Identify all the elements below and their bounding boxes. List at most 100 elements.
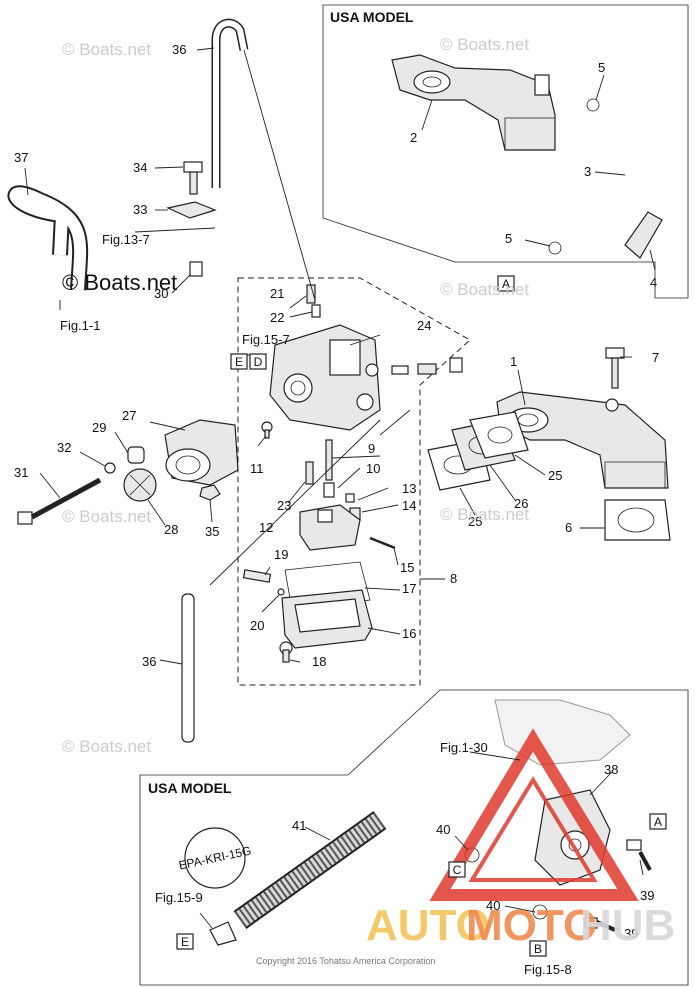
nut-35 [199,484,221,501]
brand-auto: AUTO [366,901,490,950]
usa-model-top-panel [322,4,689,299]
carburetor-body [269,324,381,431]
hose-fitting-4 [624,211,663,259]
part-number-36-top: 36 [172,42,186,57]
washer-32 [104,462,116,474]
watermarks: © Boats.net © Boats.net © Boats.net © Bo… [62,35,675,966]
part-number-34: 34 [133,160,147,175]
brand-moto: MOTO [466,901,597,950]
part-number-16: 16 [402,626,416,641]
part-number-28: 28 [164,522,178,537]
part-labels: 36 37 34 33 30 2 5 3 5 4 21 22 24 1 7 27… [14,42,659,941]
boats-watermark-5: © Boats.net [62,507,151,526]
bolt-31 [17,477,102,525]
brand-hub: HUB [580,901,675,950]
float-12 [299,504,361,551]
main-jet-9 [325,439,333,481]
box-e-top-letter: E [235,355,243,369]
part-number-1: 1 [510,354,517,369]
part-number-10: 10 [366,461,380,476]
part-number-12: 12 [259,520,273,535]
box-a-bottom [649,813,667,830]
part-number-19: 19 [274,547,288,562]
box-e-top [230,353,248,370]
boats-watermark-7: © Boats.net [62,737,151,756]
boats-watermark-3: © Boats.net [62,270,177,295]
hose-clip-5-bottom [548,241,562,255]
part-number-35: 35 [205,524,219,539]
gasket-25-right [469,411,529,459]
nozzle-23 [305,461,314,485]
fuel-hose-36-top [211,18,249,188]
hose-fitting-fig15-9 [209,921,237,946]
part-number-25-right: 25 [548,468,562,483]
box-e-bottom-letter: E [181,935,189,949]
fig-15-8-ref: Fig.15-8 [524,962,572,977]
boats-watermark-1: © Boats.net [62,40,151,59]
box-d [249,353,267,370]
box-a-bottom-letter: A [654,815,662,829]
usa-model-top-title: USA MODEL [330,9,414,25]
boats-watermark-4: © Boats.net [440,280,529,299]
box-d-letter: D [254,355,263,369]
copyright-notice: Copyright 2016 Tohatsu America Corporati… [256,956,435,966]
part-number-25-left: 25 [468,514,482,529]
fig-1-30-ref: Fig.1-30 [440,740,488,755]
bracket-33 [166,201,217,219]
fuel-hose-36-bottom [181,593,195,743]
automotohub-logo-watermark [429,728,639,901]
spacer-29 [127,446,145,464]
part-number-36-bottom: 36 [142,654,156,669]
part-number-23: 23 [277,498,291,513]
part-number-9: 9 [368,441,375,456]
fig-15-7-ref: Fig.15-7 [242,332,290,347]
part-number-39-bottom: 39 [624,926,638,941]
part-number-7: 7 [652,350,659,365]
pin-13 [345,493,355,503]
part-number-27: 27 [122,408,136,423]
part-number-40-left: 40 [436,822,450,837]
fig-13-7-ref: Fig.13-7 [102,232,150,247]
boats-watermark-2: © Boats.net [440,35,529,54]
leader-lines [24,47,656,931]
bolt-7 [605,347,625,389]
part-number-32: 32 [57,440,71,455]
part-number-2: 2 [410,130,417,145]
float-bowl-16 [281,589,373,649]
part-number-14: 14 [402,498,416,513]
figure-references: Fig.13-7 Fig.1-1 Fig.15-7 Fig.1-30 Fig.1… [60,232,572,977]
part-number-33: 33 [133,202,147,217]
intake-manifold-2 [391,54,556,151]
part-number-17: 17 [402,581,416,596]
part-number-8: 8 [450,571,457,586]
collar-30 [189,261,203,277]
part-number-5-top: 5 [598,60,605,75]
part-number-41: 41 [292,818,306,833]
part-number-21: 21 [270,286,284,301]
fig-15-9-ref: Fig.15-9 [155,890,203,905]
part-number-3: 3 [584,164,591,179]
box-b-letter: B [534,942,542,956]
hose-clip-5-top [586,98,600,112]
usa-model-bottom-panel [139,689,689,986]
fuel-pump-27 [164,419,239,486]
part-number-24: 24 [417,318,431,333]
screw-11 [261,421,273,439]
box-c-letter: C [453,863,462,877]
box-b [529,940,547,957]
part-number-26: 26 [514,496,528,511]
part-number-30: 30 [154,286,168,301]
gasket-6 [604,499,671,541]
part-number-5-bottom: 5 [505,231,512,246]
part-number-37: 37 [14,150,28,165]
part-number-6: 6 [565,520,572,535]
part-number-22: 22 [270,310,284,325]
boats-watermark-6: © Boats.net [440,505,529,524]
fuel-hose-41 [233,811,387,929]
part-number-4: 4 [650,275,657,290]
usa-model-bottom-title: USA MODEL [148,780,232,796]
carburetor-assembly-box [237,277,471,686]
box-e-bottom [176,933,194,950]
bolt-39-bottom [584,917,616,932]
